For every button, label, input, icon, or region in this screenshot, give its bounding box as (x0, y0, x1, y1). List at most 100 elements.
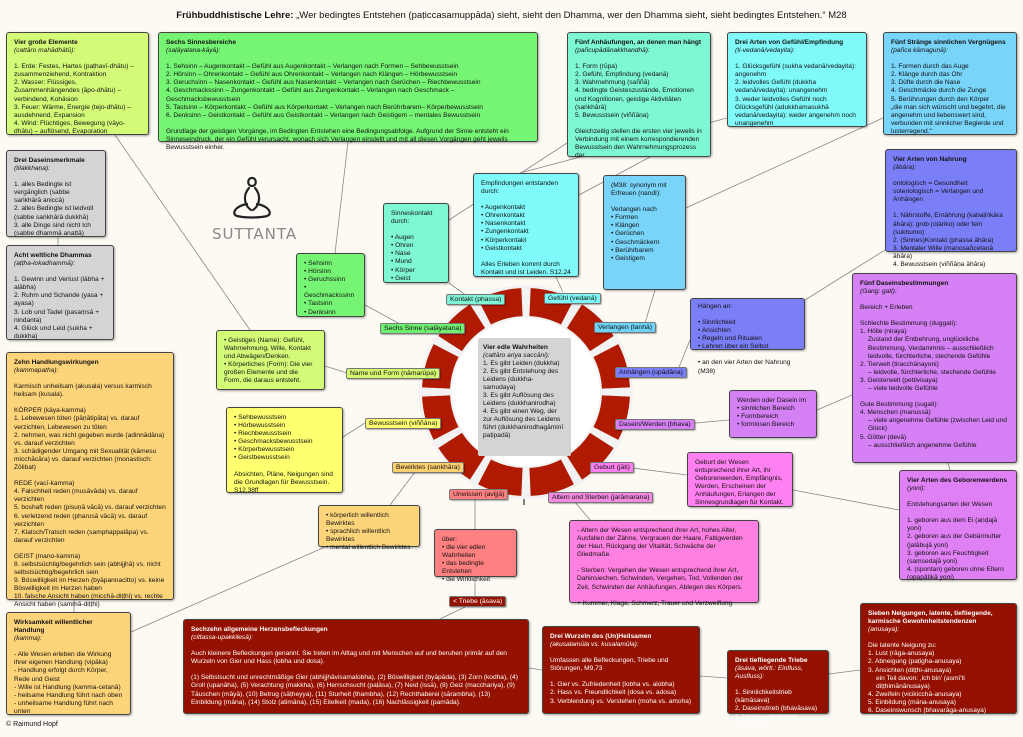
wheel-label-verlangen[interactable]: Verlangen (tanhā) (594, 322, 657, 333)
box-line: • Geistigem (611, 254, 645, 262)
box-title: Drei tiefliegende Triebe (735, 657, 808, 664)
label-triebe[interactable]: < Triebe (āsava) (449, 596, 507, 607)
box-line: Auch kleinere Befleckungen genannt. Sie … (191, 650, 507, 666)
box-line: 3. Unwissenheitstrieb (avijjāsava) (735, 713, 798, 729)
box-line: 2. Hass vs. Freundlichkeit (dosa vs. ado… (550, 689, 677, 697)
box-line: 1. Form (rūpa) (575, 63, 618, 71)
center-title: Vier edle Wahrheiten (483, 344, 548, 351)
copyright: © Raimund Hopf (6, 721, 58, 728)
spacer (893, 204, 1009, 212)
box-herzensbefleckungen: Sechzehn allgemeine Herzensbefleckungen(… (183, 619, 529, 714)
box-sieben-neigungen: Sieben Neigungen, latente, tiefliegende,… (860, 603, 1017, 722)
box-line: + Kummer, Klage, Schmerz, Trauer und Ver… (577, 599, 733, 607)
meditating-figure-icon (233, 176, 271, 219)
box-line: 1. alles Bedingte ist vergänglich (sabbe… (14, 181, 72, 205)
box-line: 1. Nährstoffe, Ernährung (kabaḷiṅkāra āh… (893, 212, 1003, 236)
box-line: Gleichzeitig stellen die ersten vier jew… (575, 127, 702, 160)
box-line: 4. Wind: Flüchtiges, Bewegung (vāyo-dhāt… (14, 119, 126, 135)
box-line: Gute Bestimmung (sugati): (860, 401, 939, 409)
box-line: KÖRPER (kāya-kamma) (14, 407, 86, 415)
box-wirksamkeit: Wirksamkeit willentlicher Handlung(kamma… (6, 612, 131, 715)
box-line: über: (442, 536, 458, 543)
box-line: • Geschmäckern (611, 238, 660, 246)
spacer (191, 666, 521, 674)
title-quote: „Wer bedingtes Entstehen (paṭiccasamuppā… (296, 10, 847, 21)
wheel-label-name-form[interactable]: Name und Form (nāmarūpa) (346, 368, 441, 379)
box-line: • Nasenkontakt (481, 220, 526, 228)
box-line: • an den vier Arten der Nahrung (M38) (698, 359, 791, 375)
box-line: 3. Es gibt Auflösung des Leidens (dukkha… (483, 392, 556, 407)
box-line: ein Teil davon: ‚Ich bin' (asmī'ti diṭṭh… (876, 674, 965, 690)
box-line: 1. Formen durch das Auge (891, 63, 969, 71)
box-line: 1. geboren aus dem Ei (aṇḍajā yoni) (907, 517, 998, 533)
box-title: Vier große Elemente (14, 39, 78, 46)
box-line: 6. Denksinn – Geistkontakt – Gefühl aus … (166, 111, 481, 119)
box-title: Drei Daseinsmerkmale (14, 157, 85, 164)
box-subtitle: (kammapatha): (14, 367, 59, 375)
box-line: REDE (vacī-kamma) (14, 480, 75, 488)
box-line: • Zungenkontakt (481, 228, 529, 236)
box-daseinsmerkmale: Drei Daseinsmerkmale(tilakkhaṇa): 1. alle… (6, 150, 106, 237)
box-line: • Ohren (391, 242, 414, 250)
box-line: 10. falsche Ansicht haben (micchā-diṭṭhi… (14, 593, 163, 609)
box-line: Bereich + Erleben (860, 304, 913, 312)
wheel-label-gefuehl[interactable]: Gefühl (vedanā) (544, 293, 601, 304)
wheel-label-kontakt[interactable]: Kontakt (phassa) (446, 294, 506, 305)
box-subtitle: (Gang: gati): (860, 288, 897, 296)
box-line: • Geruchssinn (304, 276, 346, 284)
box-line: Empfindungen entstanden durch: (481, 180, 558, 196)
box-line: 1. Sehsinn – Augenkontakt – Gefühl aus A… (166, 63, 459, 71)
spacer (735, 681, 821, 689)
box-line: - Wille ist Handlung (kamma-cetanā) (14, 683, 121, 691)
box-line: - heilsame Handlung führt nach oben (14, 691, 123, 699)
box-line: 2. Ruhm und Schande (yasa + ayasa) (14, 292, 104, 308)
box-line: 4. bedingte Geisteszustände, Emotionen u… (575, 87, 694, 111)
wheel-label-anhaengen[interactable]: Anhängen (upādāna) (615, 367, 687, 378)
box-line: Werden oder Dasein im (737, 397, 807, 404)
spacer (234, 463, 335, 471)
box-line: 1. Es gibt Leiden (dukkha) (483, 360, 560, 367)
wheel-label-dasein[interactable]: Dasein/Werden (bhava) (615, 419, 695, 430)
spacer (860, 312, 1009, 320)
box-line: • Körperkontakt (481, 236, 527, 244)
center-subtitle: (cattāro ariya saccāni): (483, 352, 550, 359)
box-line: Karmisch unheilsam (akusala) versus karm… (14, 383, 152, 399)
logo-wordmark: SUTTANTA (212, 225, 298, 243)
box-line: Alles Erleben kommt durch Kontakt und is… (481, 260, 571, 276)
wheel-label-bewirktes[interactable]: Bewirktes (sankhāra) (392, 462, 464, 473)
box-line: Umfassen alle Befleckungen, Triebe und S… (550, 657, 669, 673)
box-line: 5. Berührungen durch den Körper (891, 95, 990, 103)
box-line: • Augen (391, 234, 414, 242)
box-subtitle: (tilakkhaṇa): (14, 165, 50, 173)
box-line: • Geschmacksbewusstsein (234, 438, 313, 446)
box-line: • Körperliches (Form): Die vier großen E… (224, 361, 313, 385)
box-unwissen-ueber: über:• die vier edlen Wahrheiten• das be… (434, 529, 517, 583)
box-title: Fünf Daseinsbestimmungen (860, 280, 949, 287)
spacer (14, 375, 166, 383)
box-title: Drei Wurzeln des (Un)Heilsamen (550, 633, 652, 640)
box-fuenf-anhaeufungen: Fünf Anhäufungen, an denen man hängt(pañ… (567, 32, 711, 160)
box-line: • Lehren über ein Selbst (698, 343, 769, 351)
box-line: (M38: synonym mit Erfreuen (nandī): (611, 182, 667, 198)
box-title: Sechs Sinnesbereiche (166, 39, 237, 46)
spacer (611, 198, 678, 206)
box-line: 3. Düfte durch die Nase (891, 79, 961, 87)
box-weltliche-dhammas: Acht weltliche Dhammas(aṭṭha-lokadhammā)… (6, 245, 114, 340)
wheel-label-unwissen[interactable]: Unwissen (avijjā) (449, 489, 509, 500)
wheel-label-bewusstsein[interactable]: Bewusstsein (viññāna) (365, 418, 442, 429)
spacer (481, 196, 571, 204)
box-line: • Sinnlichkeit (698, 319, 736, 327)
box-line: 1. Erde: Festes, Hartes (paṭhavī-dhātu) … (14, 63, 134, 79)
box-line: 1. Lebewesen töten (pāṇātipāta) vs. dara… (14, 415, 140, 431)
box-subtitle: (cattāro mahādhātū): (14, 47, 76, 55)
box-zehn-handlungswirkungen: Zehn Handlungswirkungen(kammapatha):Karm… (6, 352, 174, 608)
box-subtitle: (kamma): (14, 635, 42, 643)
wheel-label-sechs-sinne[interactable]: Sechs Sinne (saḷāyatana) (380, 323, 466, 334)
box-line: 5. Einbildung (māna-anusaya) (868, 698, 956, 706)
box-line: • körperlich willentlich Bewirktes (326, 512, 389, 528)
box-line: 3. schädigender Umgang mit Sexualität (k… (14, 447, 157, 472)
wheel-label-altern[interactable]: Altern und Sterben (jarāmarana) (548, 492, 654, 503)
wheel-label-geburt[interactable]: Geburt (jāti) (590, 462, 634, 473)
box-line: soteriologisch = Verlangen und Anhängen (893, 188, 984, 204)
box-line: • Klängen (611, 222, 640, 230)
